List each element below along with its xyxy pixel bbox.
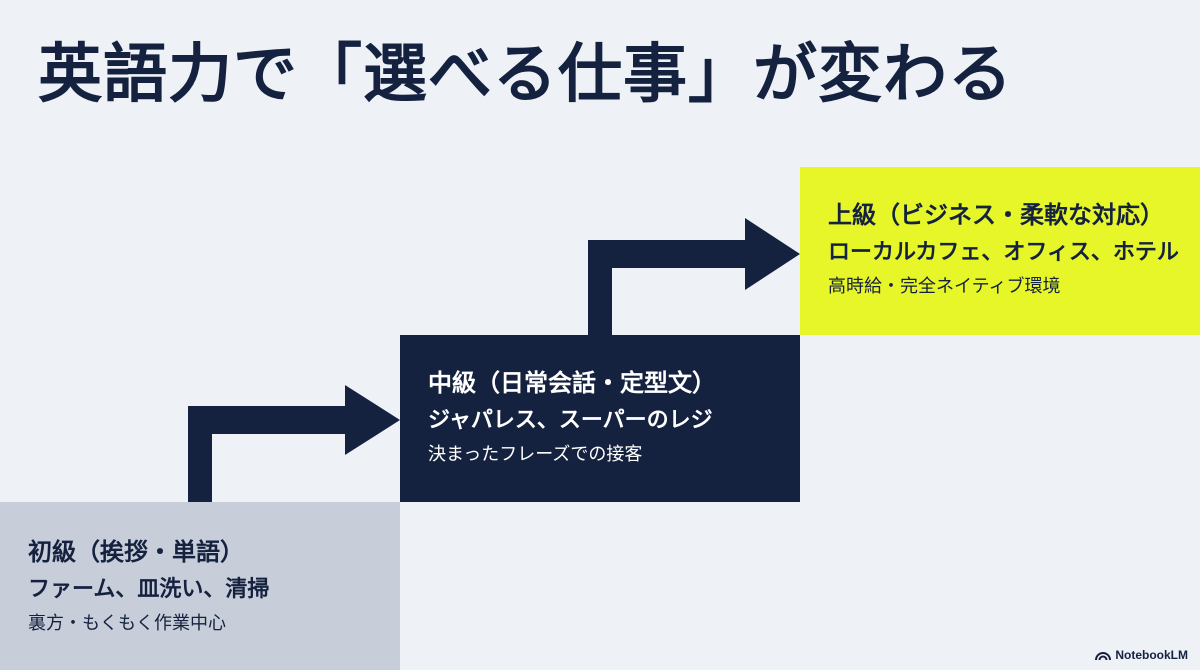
step-intermediate: 中級（日常会話・定型文） ジャパレス、スーパーのレジ 決まったフレーズでの接客 xyxy=(400,335,800,502)
notebooklm-badge: NotebookLM xyxy=(1095,648,1188,662)
step-note: 高時給・完全ネイティブ環境 xyxy=(828,276,1061,298)
step-heading: 上級（ビジネス・柔軟な対応） xyxy=(828,201,1164,229)
arrow-intermediate-to-advanced xyxy=(588,218,800,335)
step-note: 裏方・もくもく作業中心 xyxy=(28,613,226,635)
step-jobs: ファーム、皿洗い、清掃 xyxy=(28,576,270,602)
step-beginner: 初級（挨拶・単語） ファーム、皿洗い、清掃 裏方・もくもく作業中心 xyxy=(0,502,400,670)
step-note: 決まったフレーズでの接客 xyxy=(428,444,643,466)
step-heading: 初級（挨拶・単語） xyxy=(28,538,244,566)
notebooklm-icon xyxy=(1095,652,1112,661)
badge-label: NotebookLM xyxy=(1115,648,1188,662)
step-heading: 中級（日常会話・定型文） xyxy=(428,369,716,397)
step-advanced: 上級（ビジネス・柔軟な対応） ローカルカフェ、オフィス、ホテル 高時給・完全ネイ… xyxy=(800,167,1200,335)
step-jobs: ジャパレス、スーパーのレジ xyxy=(428,407,713,433)
arrow-beginner-to-intermediate xyxy=(188,385,400,502)
step-jobs: ローカルカフェ、オフィス、ホテル xyxy=(828,239,1179,265)
page-title: 英語力で「選べる仕事」が変わる xyxy=(38,38,1013,112)
